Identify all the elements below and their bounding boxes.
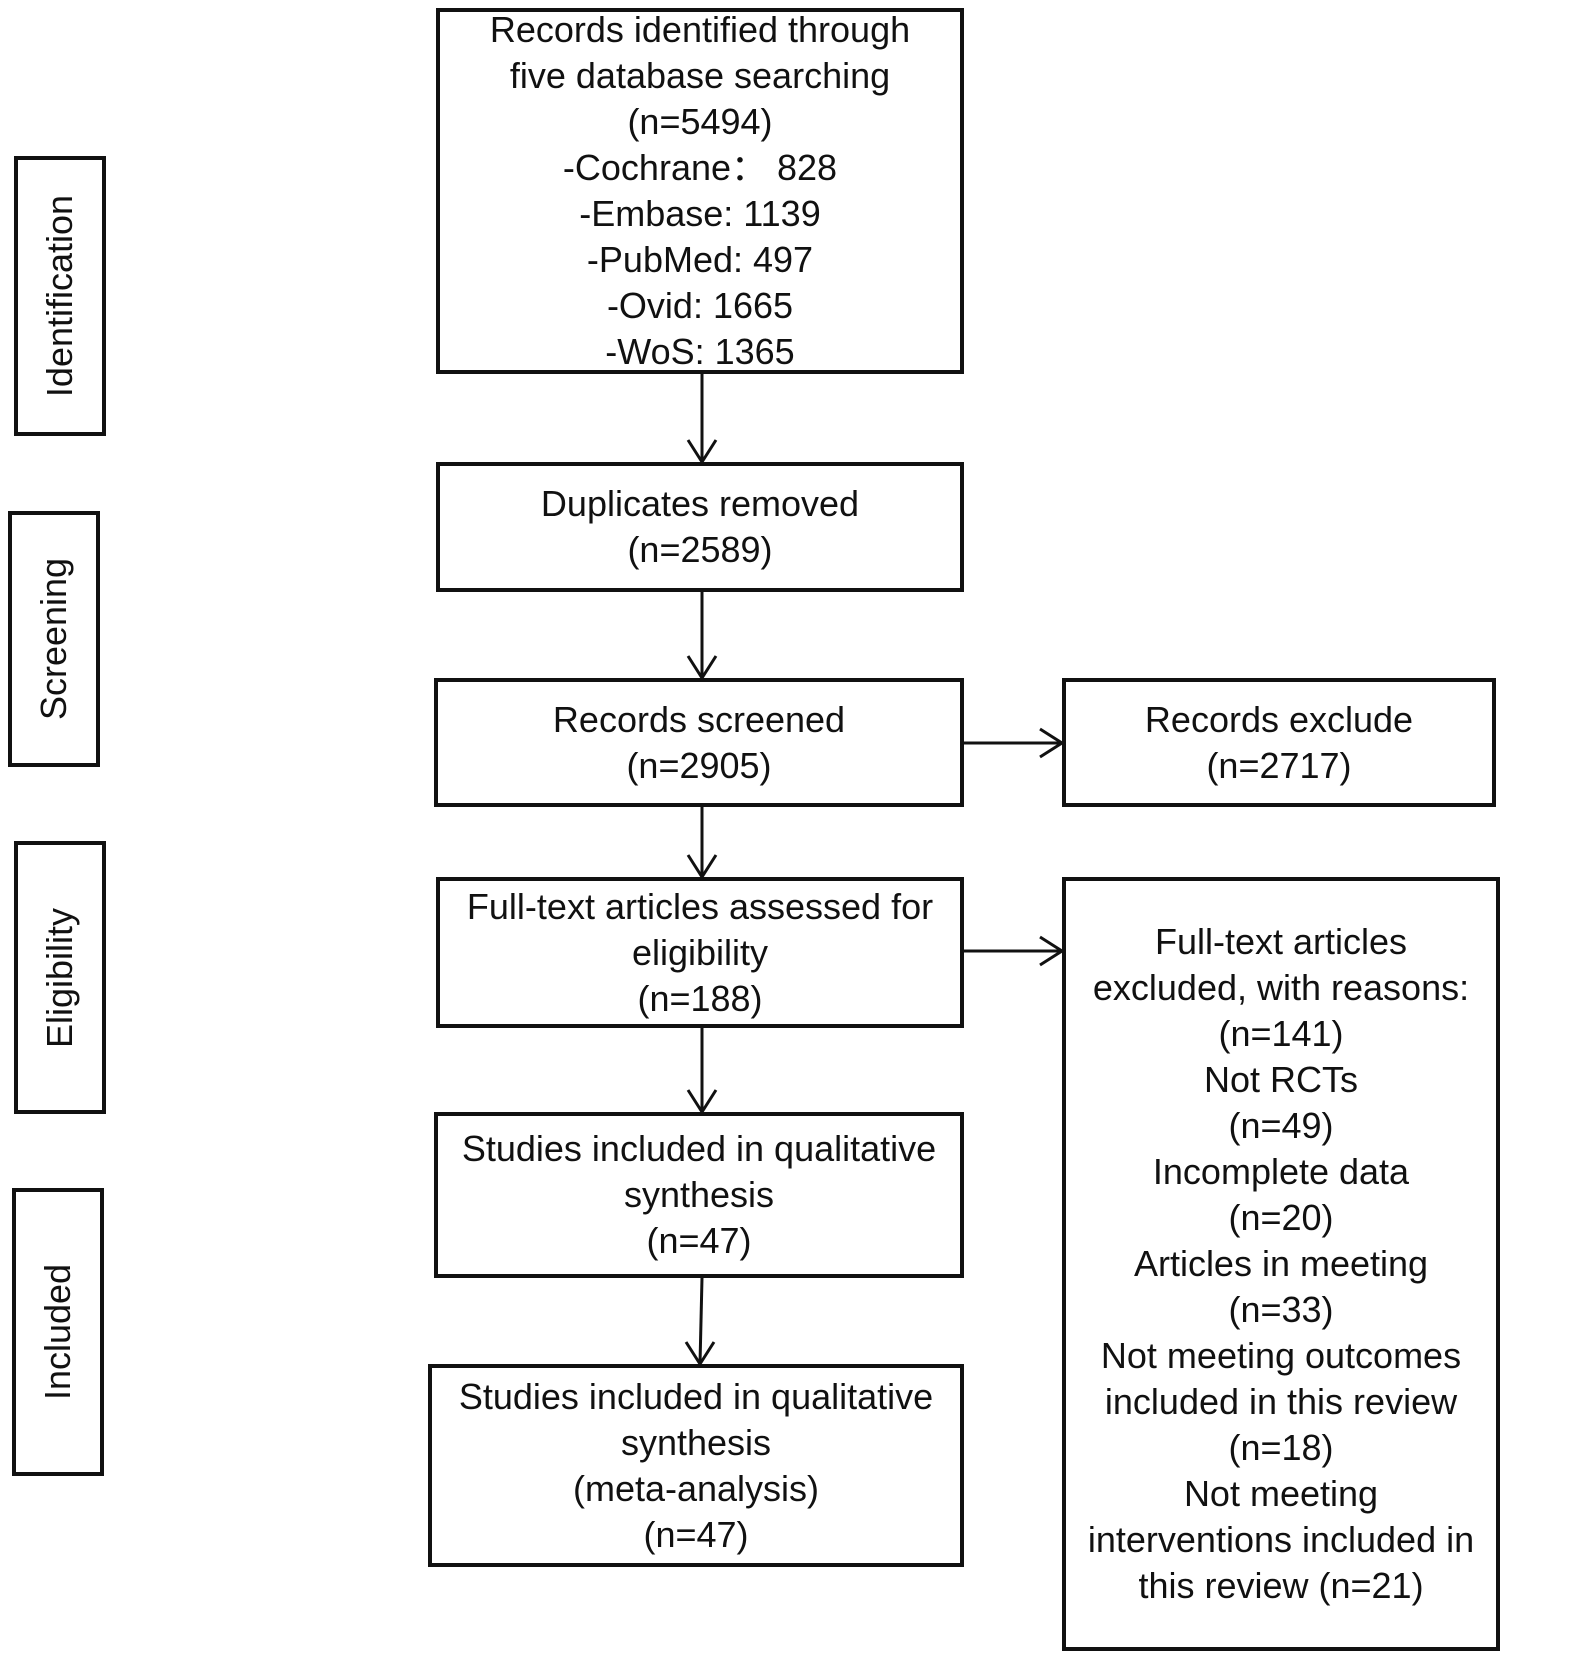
fulltext-assessed-line-2: eligibility [631,931,769,973]
records-exclude-label: Records exclude [1144,698,1414,740]
duplicates-removed-count: (n=2589) [627,529,773,570]
reason-outcomes-line-2: included in this review [1104,1381,1458,1422]
fulltext-excluded-box: Full-text articles excluded, with reason… [1062,877,1500,1651]
reason-incomplete-data-count: (n=20) [1228,1197,1334,1238]
records-exclude-box: Records exclude (n=2717) [1062,678,1496,807]
meta-analysis-line-2: synthesis [620,1421,772,1463]
duplicates-removed-label: Duplicates removed [540,483,860,524]
records-identified-line-2: five database searching [509,55,891,96]
fulltext-excluded-line-2: excluded, with reasons: [1092,967,1470,1008]
fulltext-assessed-box: Full-text articles assessed for eligibil… [436,877,964,1028]
reason-articles-in-meeting: Articles in meeting [1133,1243,1429,1284]
reason-not-rcts: Not RCTs [1203,1059,1359,1100]
source-wos: -WoS: 1365 [605,331,795,372]
records-exclude-count: (n=2717) [1206,744,1352,786]
source-cochrane: -Cochrane： 828 [562,147,838,188]
reason-not-rcts-count: (n=49) [1228,1105,1334,1146]
reason-interventions-line-2: interventions included in [1087,1519,1475,1560]
meta-analysis-count: (n=47) [643,1513,749,1555]
stage-eligibility: Eligibility [14,841,106,1114]
qualitative-synthesis-line-1: Studies included in qualitative [461,1128,937,1169]
records-screened-label: Records screened [552,698,846,740]
meta-analysis-line-1: Studies included in qualitative [458,1375,934,1417]
reason-incomplete-data: Incomplete data [1152,1151,1410,1192]
reason-outcomes-count: (n=18) [1228,1427,1334,1468]
qualitative-synthesis-line-2: synthesis [623,1174,775,1215]
records-identified-line-1: Records identified through [489,9,911,50]
reason-articles-in-meeting-count: (n=33) [1228,1289,1334,1330]
source-embase: -Embase: 1139 [579,193,821,234]
source-ovid: -Ovid: 1665 [606,285,794,326]
duplicates-removed-box: Duplicates removed (n=2589) [436,462,964,592]
records-identified-box: Records identified through five database… [436,8,964,374]
reason-outcomes-line-1: Not meeting outcomes [1100,1335,1462,1376]
fulltext-excluded-line-1: Full-text articles [1154,921,1408,962]
qualitative-synthesis-box: Studies included in qualitative synthesi… [434,1112,964,1278]
records-screened-box: Records screened (n=2905) [434,678,964,807]
stage-screening: Screening [8,511,100,767]
source-pubmed: -PubMed: 497 [586,239,814,280]
stage-identification: Identification [14,156,106,436]
stage-included: Included [12,1188,104,1476]
meta-analysis-line-3: (meta-analysis) [572,1467,820,1509]
reason-interventions-line-1: Not meeting [1183,1473,1379,1514]
qualitative-synthesis-count: (n=47) [646,1220,752,1261]
fulltext-assessed-count: (n=188) [637,977,763,1019]
records-screened-count: (n=2905) [626,744,772,786]
fulltext-excluded-count: (n=141) [1218,1013,1344,1054]
records-identified-count: (n=5494) [627,101,773,142]
reason-interventions-line-3: this review (n=21) [1138,1565,1424,1606]
fulltext-assessed-line-1: Full-text articles assessed for [466,885,934,927]
meta-analysis-box: Studies included in qualitative synthesi… [428,1364,964,1567]
arrow-qualitative-to-meta [698,1277,704,1365]
